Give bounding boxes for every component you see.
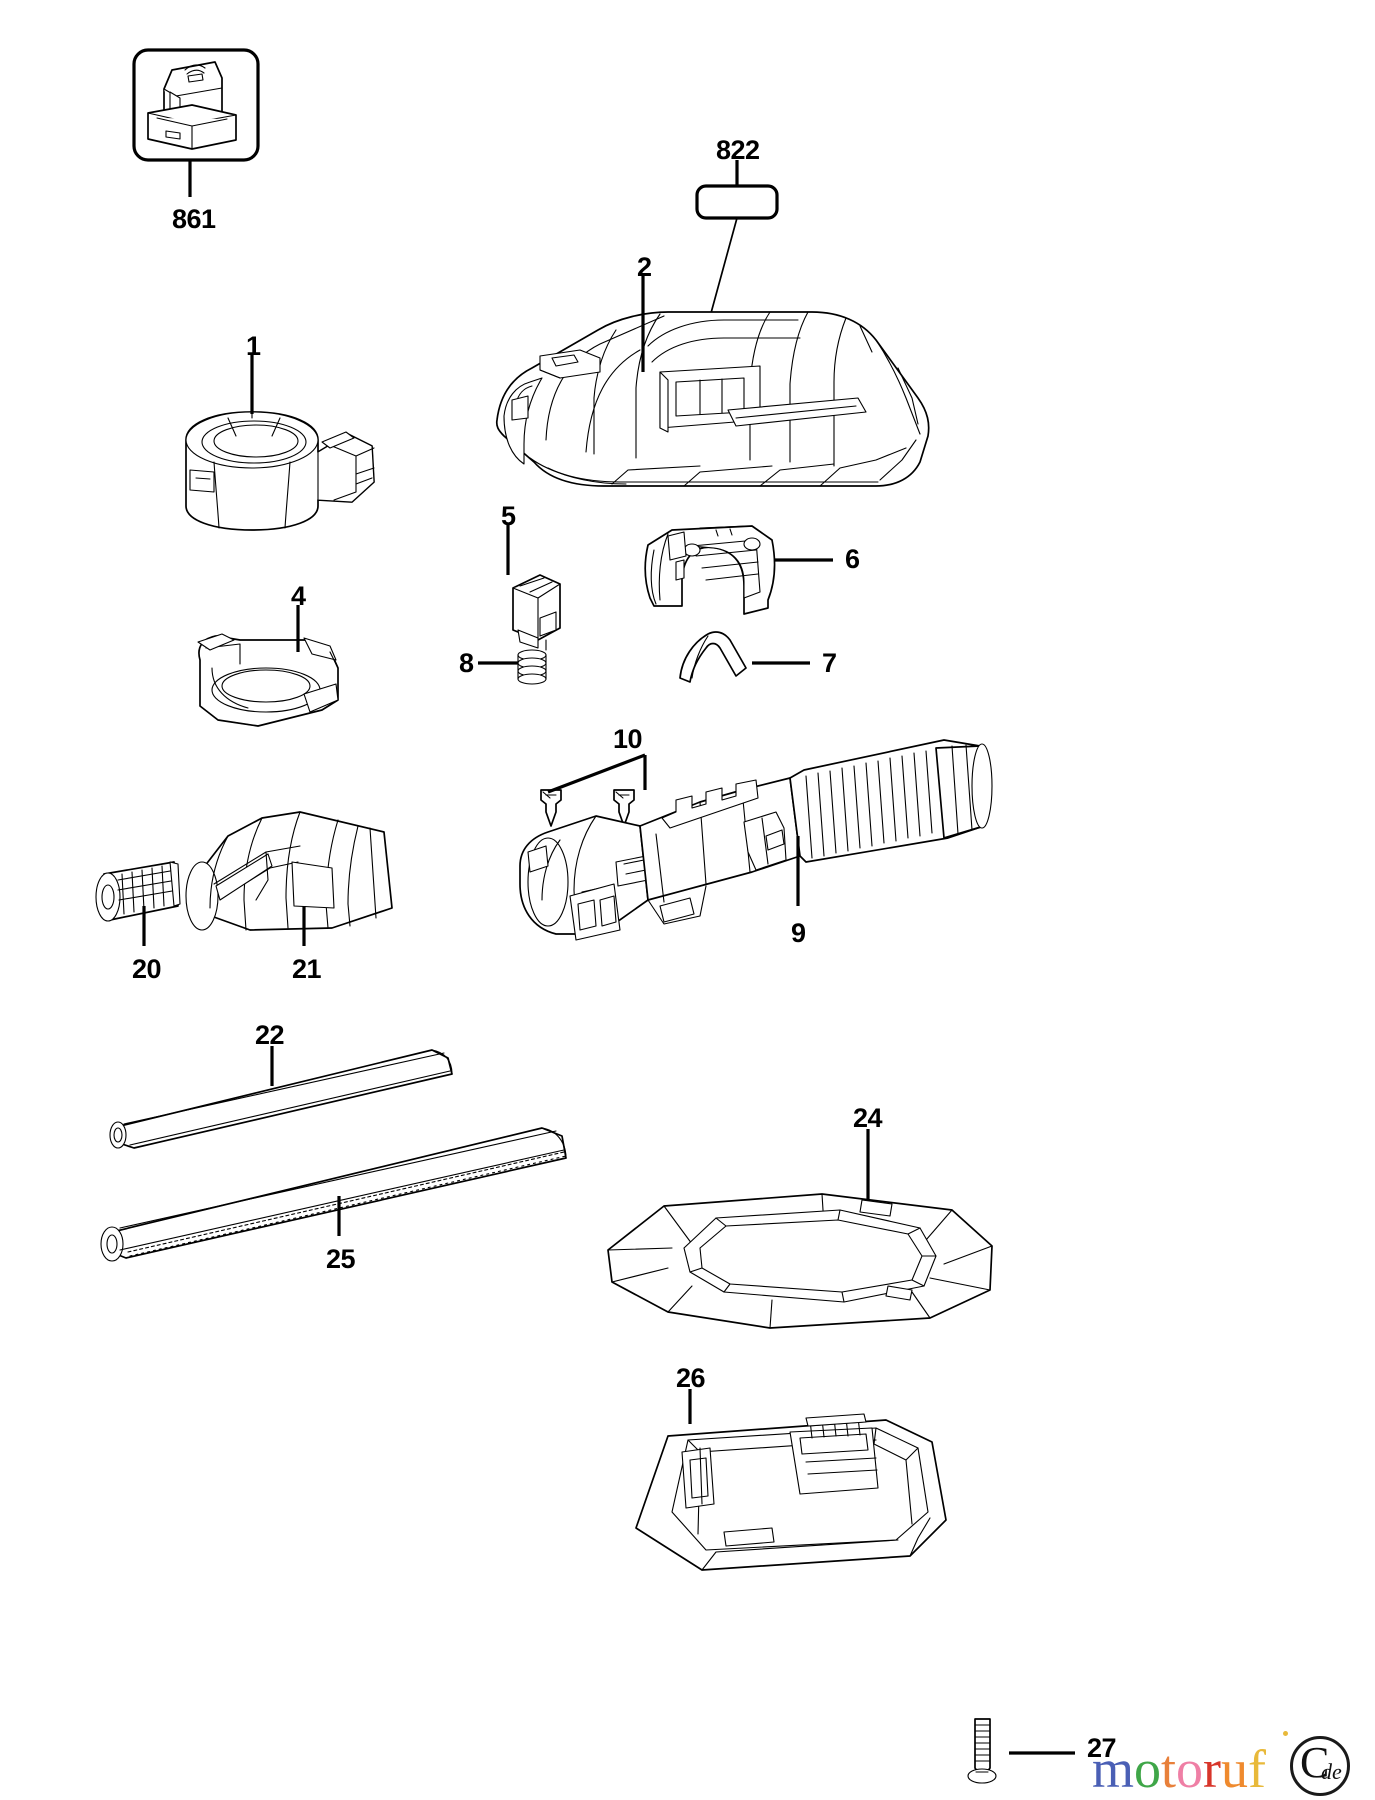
watermark-letter-o1: o: [1134, 1739, 1162, 1799]
callout-24: 24: [853, 1103, 883, 1133]
part-27-screw: [967, 1718, 997, 1784]
callout-2: 2: [637, 252, 652, 282]
callout-5: 5: [501, 501, 516, 531]
callout-20: 20: [132, 954, 162, 984]
watermark-motoruf: motoruf: [1092, 1742, 1266, 1796]
callout-22: 22: [255, 1020, 285, 1050]
watermark-badge-icon: C de: [1290, 1736, 1350, 1796]
watermark-letter-t: t: [1161, 1739, 1177, 1799]
part-5-switch-block: [512, 574, 561, 651]
callout-8: 8: [459, 648, 474, 678]
part-4-clamp-ring: [197, 633, 339, 727]
callout-26: 26: [676, 1363, 706, 1393]
callout-25: 25: [326, 1244, 356, 1274]
leader-lines: [142, 160, 1075, 1755]
part-9-blower-tube-assembly: [519, 739, 993, 941]
watermark-badge-letter: C: [1300, 1738, 1330, 1787]
part-25-blower-tube-long: [100, 1127, 567, 1262]
watermark-badge-suffix: de: [1321, 1759, 1342, 1784]
watermark-letter-u: u: [1221, 1739, 1249, 1799]
callout-1: 1: [246, 331, 261, 361]
watermark-letter-r: r: [1203, 1739, 1222, 1799]
part-24-upper-cover-plate: [607, 1193, 993, 1329]
part-8-spring: [517, 649, 547, 685]
callout-10: 10: [613, 724, 643, 754]
callout-4: 4: [291, 581, 306, 611]
part-26-base-plate: [635, 1413, 947, 1571]
watermark-letter-f: f: [1248, 1739, 1266, 1799]
watermark-letter-o2: o: [1176, 1739, 1204, 1799]
callout-9: 9: [791, 918, 806, 948]
part-21-nozzle: [185, 811, 393, 931]
part-10-screws: [540, 789, 635, 827]
part-2-upper-housing: [495, 311, 930, 487]
watermark-letter-m: m: [1092, 1739, 1135, 1799]
watermark-dot: [1283, 1731, 1288, 1736]
callout-861: 861: [172, 204, 216, 234]
part-7-wire-clip: [679, 631, 747, 683]
callout-27: 27: [1087, 1733, 1117, 1763]
part-20-filter-cartridge: [95, 861, 181, 922]
callout-6: 6: [845, 544, 860, 574]
callout-822: 822: [716, 135, 760, 165]
part-1-collar-ring: [185, 411, 375, 531]
callout-7: 7: [822, 648, 837, 678]
part-861-carrying-case: [132, 48, 260, 162]
part-6-switch-cover: [644, 525, 776, 615]
part-22-blower-tube-short: [109, 1049, 453, 1149]
callout-21: 21: [292, 954, 322, 984]
